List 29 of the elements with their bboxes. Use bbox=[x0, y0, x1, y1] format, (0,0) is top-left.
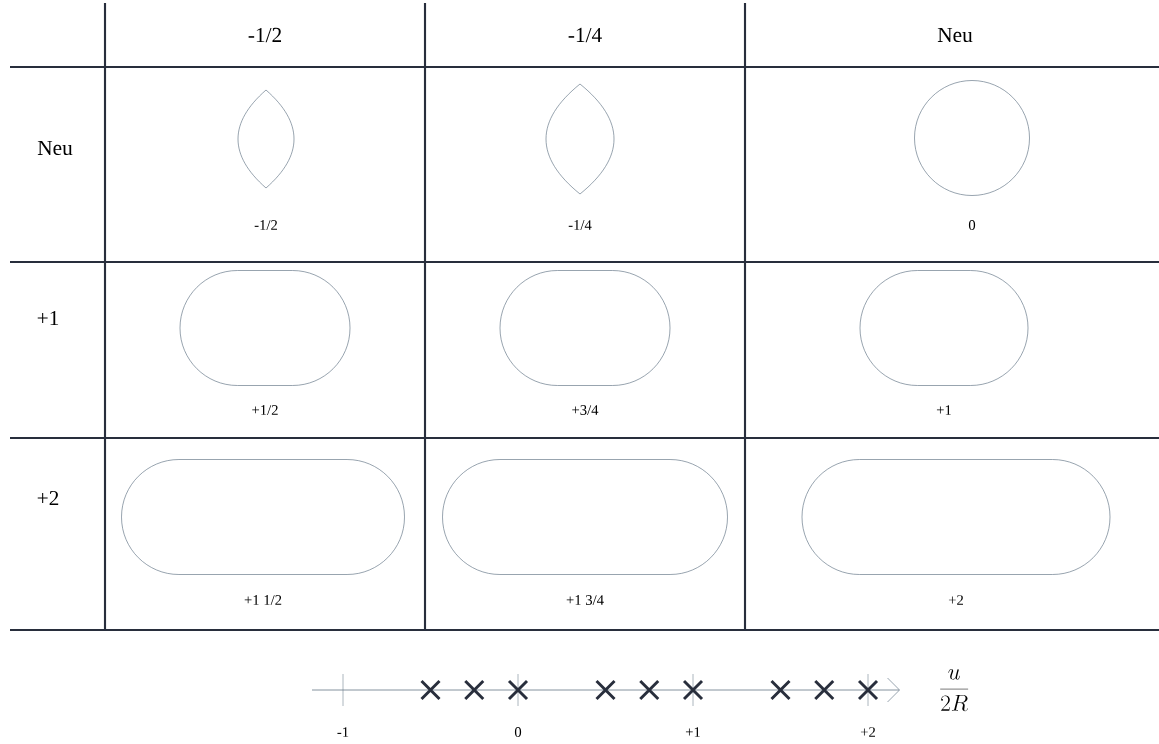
lens-shape bbox=[237, 89, 295, 189]
header-label: -1/4 bbox=[568, 27, 602, 43]
stadium-shape bbox=[859, 270, 1029, 386]
header-label: -1/2 bbox=[248, 27, 281, 43]
header-label: Neu bbox=[937, 27, 973, 43]
header-label: +2 bbox=[37, 490, 59, 506]
tick-label: -1 bbox=[337, 727, 349, 737]
value-label: +2 bbox=[948, 595, 963, 605]
stadium-shape bbox=[121, 459, 405, 575]
axis-label: $\frac{u}{2R}$ bbox=[940, 669, 969, 712]
value-label: +1 3/4 bbox=[566, 595, 604, 605]
circle-shape bbox=[914, 80, 1030, 196]
lens-shape bbox=[545, 83, 615, 195]
tick-label: 0 bbox=[514, 727, 522, 737]
stadium-shape bbox=[442, 459, 728, 575]
value-label: +1/2 bbox=[252, 405, 278, 415]
stadium-shape bbox=[801, 459, 1111, 575]
value-label: +3/4 bbox=[572, 405, 599, 415]
value-label: -1/2 bbox=[254, 220, 277, 230]
tick-label: +2 bbox=[860, 727, 875, 737]
value-label: 0 bbox=[968, 220, 976, 230]
value-label: +1 bbox=[936, 405, 951, 415]
stadium-shape bbox=[179, 270, 351, 386]
tick-label: +1 bbox=[685, 727, 700, 737]
value-label: +1 1/2 bbox=[244, 595, 282, 605]
header-label: +1 bbox=[37, 311, 59, 326]
value-label: -1/4 bbox=[568, 220, 592, 230]
stadium-shape bbox=[499, 270, 671, 386]
header-label: Neu bbox=[37, 140, 73, 156]
